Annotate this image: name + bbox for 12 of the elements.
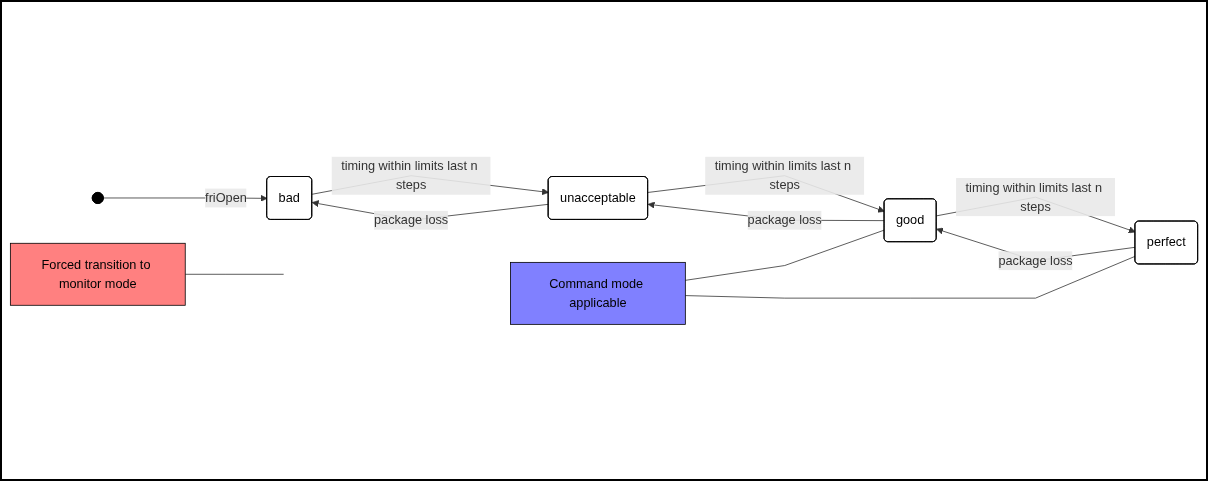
edge-label: timing within limits last n steps <box>714 159 852 192</box>
edge-label: package loss <box>373 213 449 227</box>
node-box: Forced transition to monitor mode <box>9 242 186 306</box>
edge-label: package loss <box>998 253 1073 268</box>
connector <box>684 255 1136 299</box>
edge-label: timing within limits last n steps <box>341 159 478 192</box>
connector <box>184 273 285 275</box>
node-box: Command mode applicable <box>510 261 686 325</box>
edge-label: package loss <box>747 213 822 227</box>
edge-label: timing within limits last n steps <box>965 180 1102 214</box>
edge-label: friOpen <box>205 190 247 205</box>
connector <box>684 229 885 281</box>
